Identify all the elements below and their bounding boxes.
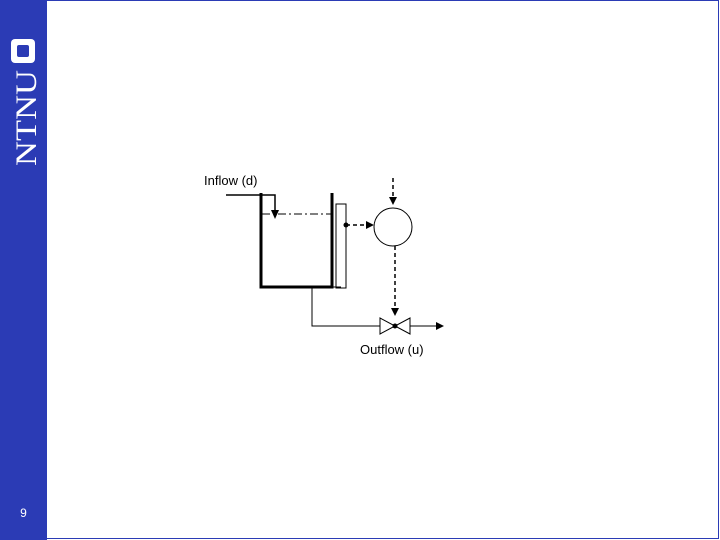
inflow-label: Inflow (d) bbox=[204, 173, 258, 188]
svg-text:NTNU: NTNU bbox=[10, 70, 43, 166]
ntnu-logo: NTNU bbox=[10, 39, 43, 166]
page-number: 9 bbox=[20, 506, 27, 520]
outflow-pipe bbox=[311, 287, 444, 330]
outflow-label: Outflow (u) bbox=[360, 342, 424, 357]
measurement-signal bbox=[343, 221, 374, 229]
sidebar: NTNU 9 bbox=[0, 0, 47, 540]
controller bbox=[373, 207, 413, 247]
tank bbox=[259, 193, 334, 289]
level-transmitter bbox=[332, 203, 347, 289]
outflow-valve bbox=[379, 317, 411, 335]
setpoint-signal bbox=[389, 178, 397, 205]
inflow-pipe bbox=[226, 194, 279, 219]
slide-frame bbox=[47, 0, 719, 539]
control-signal bbox=[391, 246, 399, 316]
